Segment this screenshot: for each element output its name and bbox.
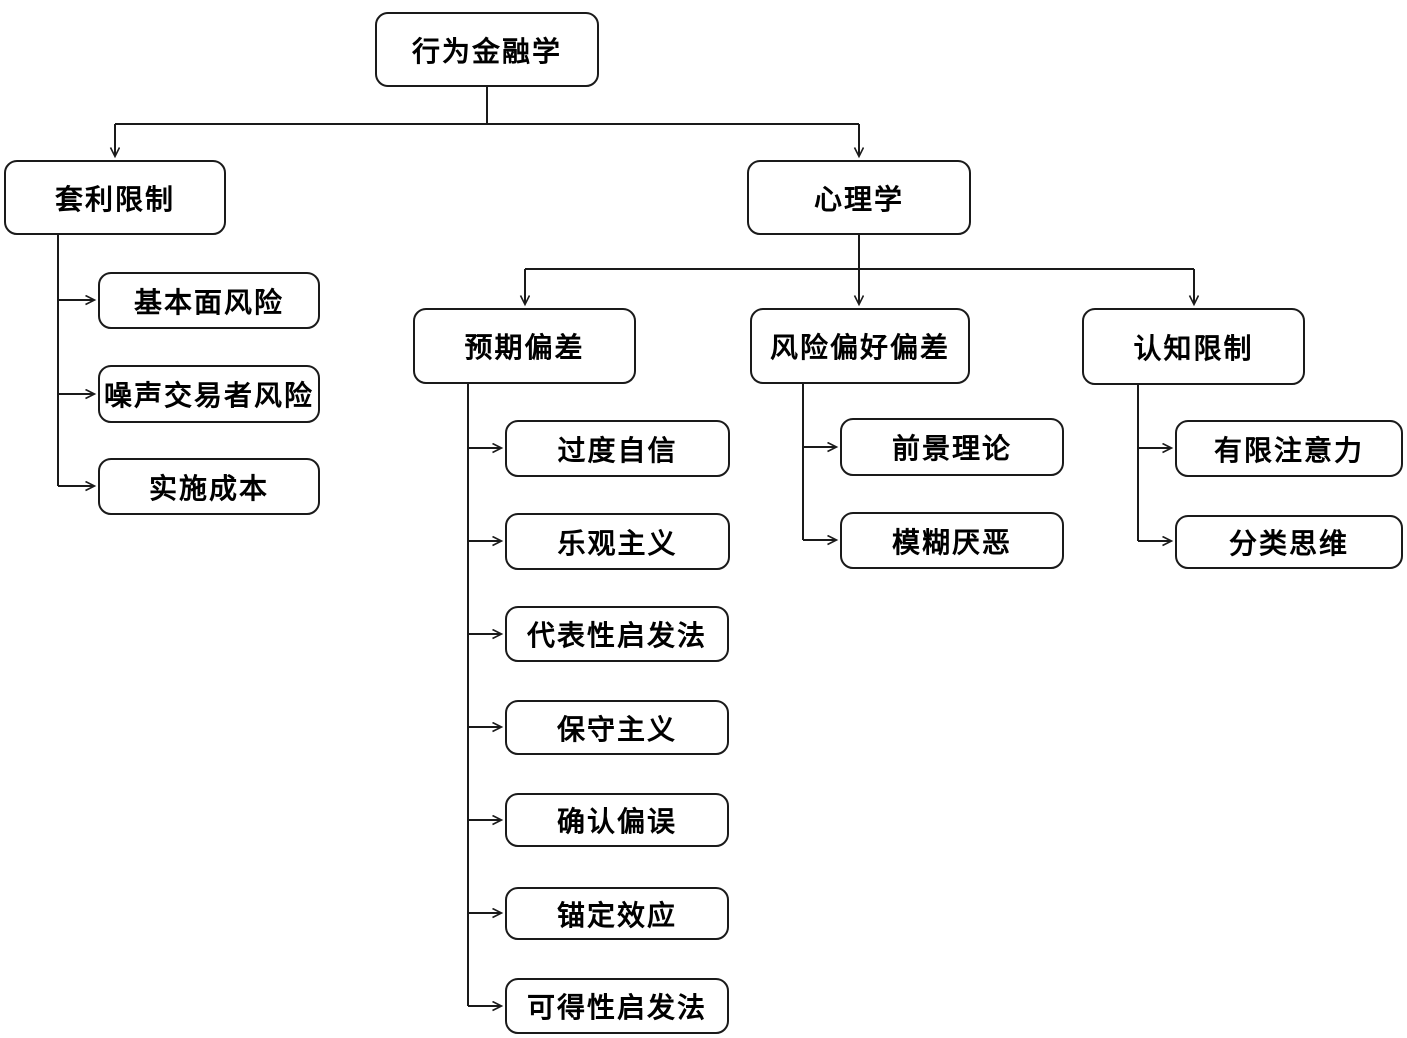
node-limits-to-arbitrage: 套利限制 bbox=[4, 160, 226, 235]
node-label: 前景理论 bbox=[891, 432, 1012, 465]
node-representativeness-heuristic: 代表性启发法 bbox=[505, 606, 729, 662]
node-label: 风险偏好偏差 bbox=[769, 331, 950, 364]
node-label: 乐观主义 bbox=[557, 526, 678, 560]
node-label: 分类思维 bbox=[1228, 527, 1349, 560]
node-anchoring-effect: 锚定效应 bbox=[505, 887, 729, 940]
node-label: 套利限制 bbox=[54, 182, 175, 216]
node-prospect-theory: 前景理论 bbox=[840, 418, 1064, 476]
node-label: 认知限制 bbox=[1133, 331, 1254, 365]
node-label: 代表性启发法 bbox=[526, 619, 707, 652]
node-optimism: 乐观主义 bbox=[505, 513, 730, 570]
node-label: 实施成本 bbox=[148, 471, 269, 505]
node-categorical-thinking: 分类思维 bbox=[1175, 515, 1403, 569]
node-limited-attention: 有限注意力 bbox=[1175, 420, 1403, 477]
node-label: 过度自信 bbox=[557, 433, 678, 467]
node-label: 模糊厌恶 bbox=[891, 525, 1012, 559]
node-fundamental-risk: 基本面风险 bbox=[98, 272, 320, 329]
node-label: 锚定效应 bbox=[556, 898, 677, 932]
node-label: 有限注意力 bbox=[1213, 433, 1364, 467]
node-conservatism: 保守主义 bbox=[505, 700, 729, 755]
node-availability-heuristic: 可得性启发法 bbox=[505, 978, 729, 1034]
node-label: 基本面风险 bbox=[133, 285, 284, 319]
node-overconfidence: 过度自信 bbox=[505, 420, 730, 477]
node-label: 噪声交易者风险 bbox=[103, 379, 314, 412]
connector-arbitrage-children bbox=[57, 235, 94, 486]
connector-root-split bbox=[115, 87, 859, 156]
node-psychology: 心理学 bbox=[747, 160, 971, 235]
node-risk-preference-bias: 风险偏好偏差 bbox=[750, 308, 970, 384]
node-behavioral-finance: 行为金融学 bbox=[375, 12, 599, 87]
node-label: 心理学 bbox=[813, 182, 904, 216]
node-label: 预期偏差 bbox=[464, 331, 585, 364]
connector-expectation-children bbox=[467, 384, 501, 1006]
node-label: 保守主义 bbox=[556, 712, 677, 746]
node-confirmation-bias: 确认偏误 bbox=[505, 793, 729, 847]
node-label: 确认偏误 bbox=[556, 805, 677, 838]
node-ambiguity-aversion: 模糊厌恶 bbox=[840, 512, 1064, 569]
node-label: 可得性启发法 bbox=[526, 991, 707, 1024]
connector-risk-preference-children bbox=[802, 384, 836, 540]
node-label: 行为金融学 bbox=[411, 34, 562, 68]
connector-psychology-split bbox=[525, 235, 1194, 304]
node-noise-trader-risk: 噪声交易者风险 bbox=[98, 365, 320, 423]
node-cognitive-limits: 认知限制 bbox=[1082, 308, 1305, 385]
node-expectation-bias: 预期偏差 bbox=[413, 308, 636, 384]
node-implementation-cost: 实施成本 bbox=[98, 458, 320, 515]
connector-cognitive-children bbox=[1137, 385, 1171, 541]
